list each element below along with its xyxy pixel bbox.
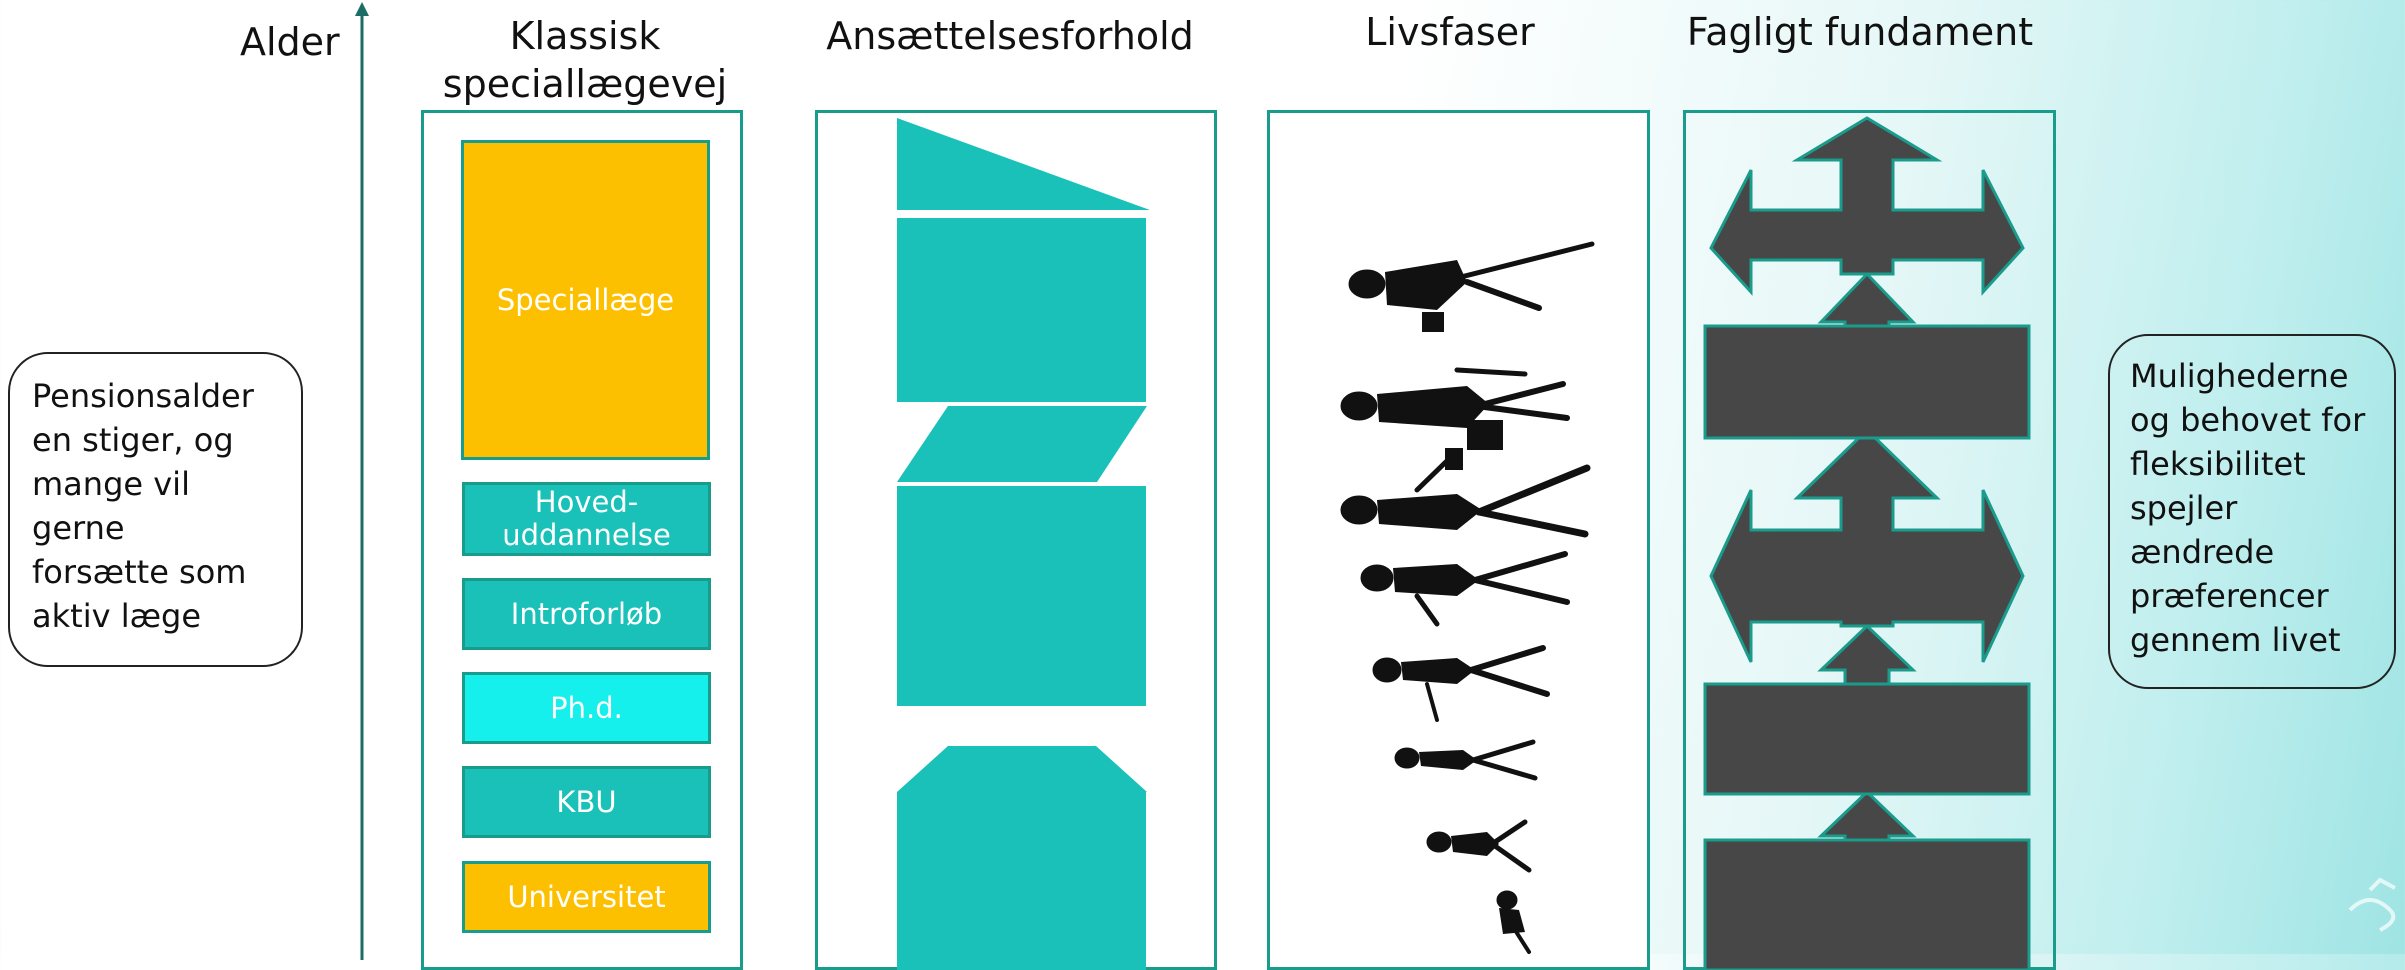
employment-block-3 (897, 792, 1146, 970)
stage-introforloeb: Introforløb (462, 578, 711, 650)
employment-block-1 (897, 218, 1146, 402)
retirement-note: Pensionsalder en stiger, og mange vil ge… (8, 352, 303, 667)
column-heading-life: Livsfaser (1300, 8, 1600, 56)
foundation-block-1 (1705, 840, 2029, 970)
stage-speciallaege: Speciallæge (461, 140, 710, 460)
employment-pentagon (897, 746, 1147, 792)
employment-block-2 (897, 486, 1146, 706)
stage-phd: Ph.d. (462, 672, 711, 744)
foundation-up-arrow-3 (1821, 274, 1913, 326)
flexibility-note: Mulighederne og behovet for fleksibilite… (2108, 334, 2396, 689)
stage-label: Speciallæge (497, 284, 674, 317)
logo-watermark-icon (2340, 870, 2405, 940)
stage-kbu: KBU (462, 766, 711, 838)
column-heading-path: Klassisk speciallægevej (415, 12, 755, 108)
employment-wedge (897, 118, 1150, 210)
foundation-block-2 (1705, 684, 2029, 794)
stage-label: Hoved- uddannelse (502, 486, 671, 552)
stage-universitet: Universitet (462, 861, 711, 933)
stage-label: Universitet (507, 881, 665, 914)
foundation-cross-arrow-2 (1711, 118, 2023, 292)
stage-hoveduddannelse: Hoved- uddannelse (462, 482, 711, 556)
column-heading-employment: Ansættelsesforhold (800, 12, 1220, 60)
stage-label: Introforløb (511, 598, 662, 631)
life-phases-silhouettes-icon (1267, 110, 1650, 970)
age-axis-label: Alder (240, 18, 340, 66)
employment-parallelogram (897, 406, 1147, 482)
foundation-up-arrow-1 (1821, 792, 1913, 840)
foundation-up-arrow-2 (1821, 626, 1913, 684)
foundation-arrows (1683, 110, 2056, 970)
stage-label: Ph.d. (550, 692, 623, 725)
foundation-block-3 (1705, 326, 2029, 438)
column-heading-foundation: Fagligt fundament (1660, 8, 2060, 56)
employment-shapes (815, 110, 1217, 970)
stage-label: KBU (556, 786, 616, 819)
age-axis (352, 0, 372, 960)
foundation-cross-arrow-1 (1711, 430, 2023, 662)
